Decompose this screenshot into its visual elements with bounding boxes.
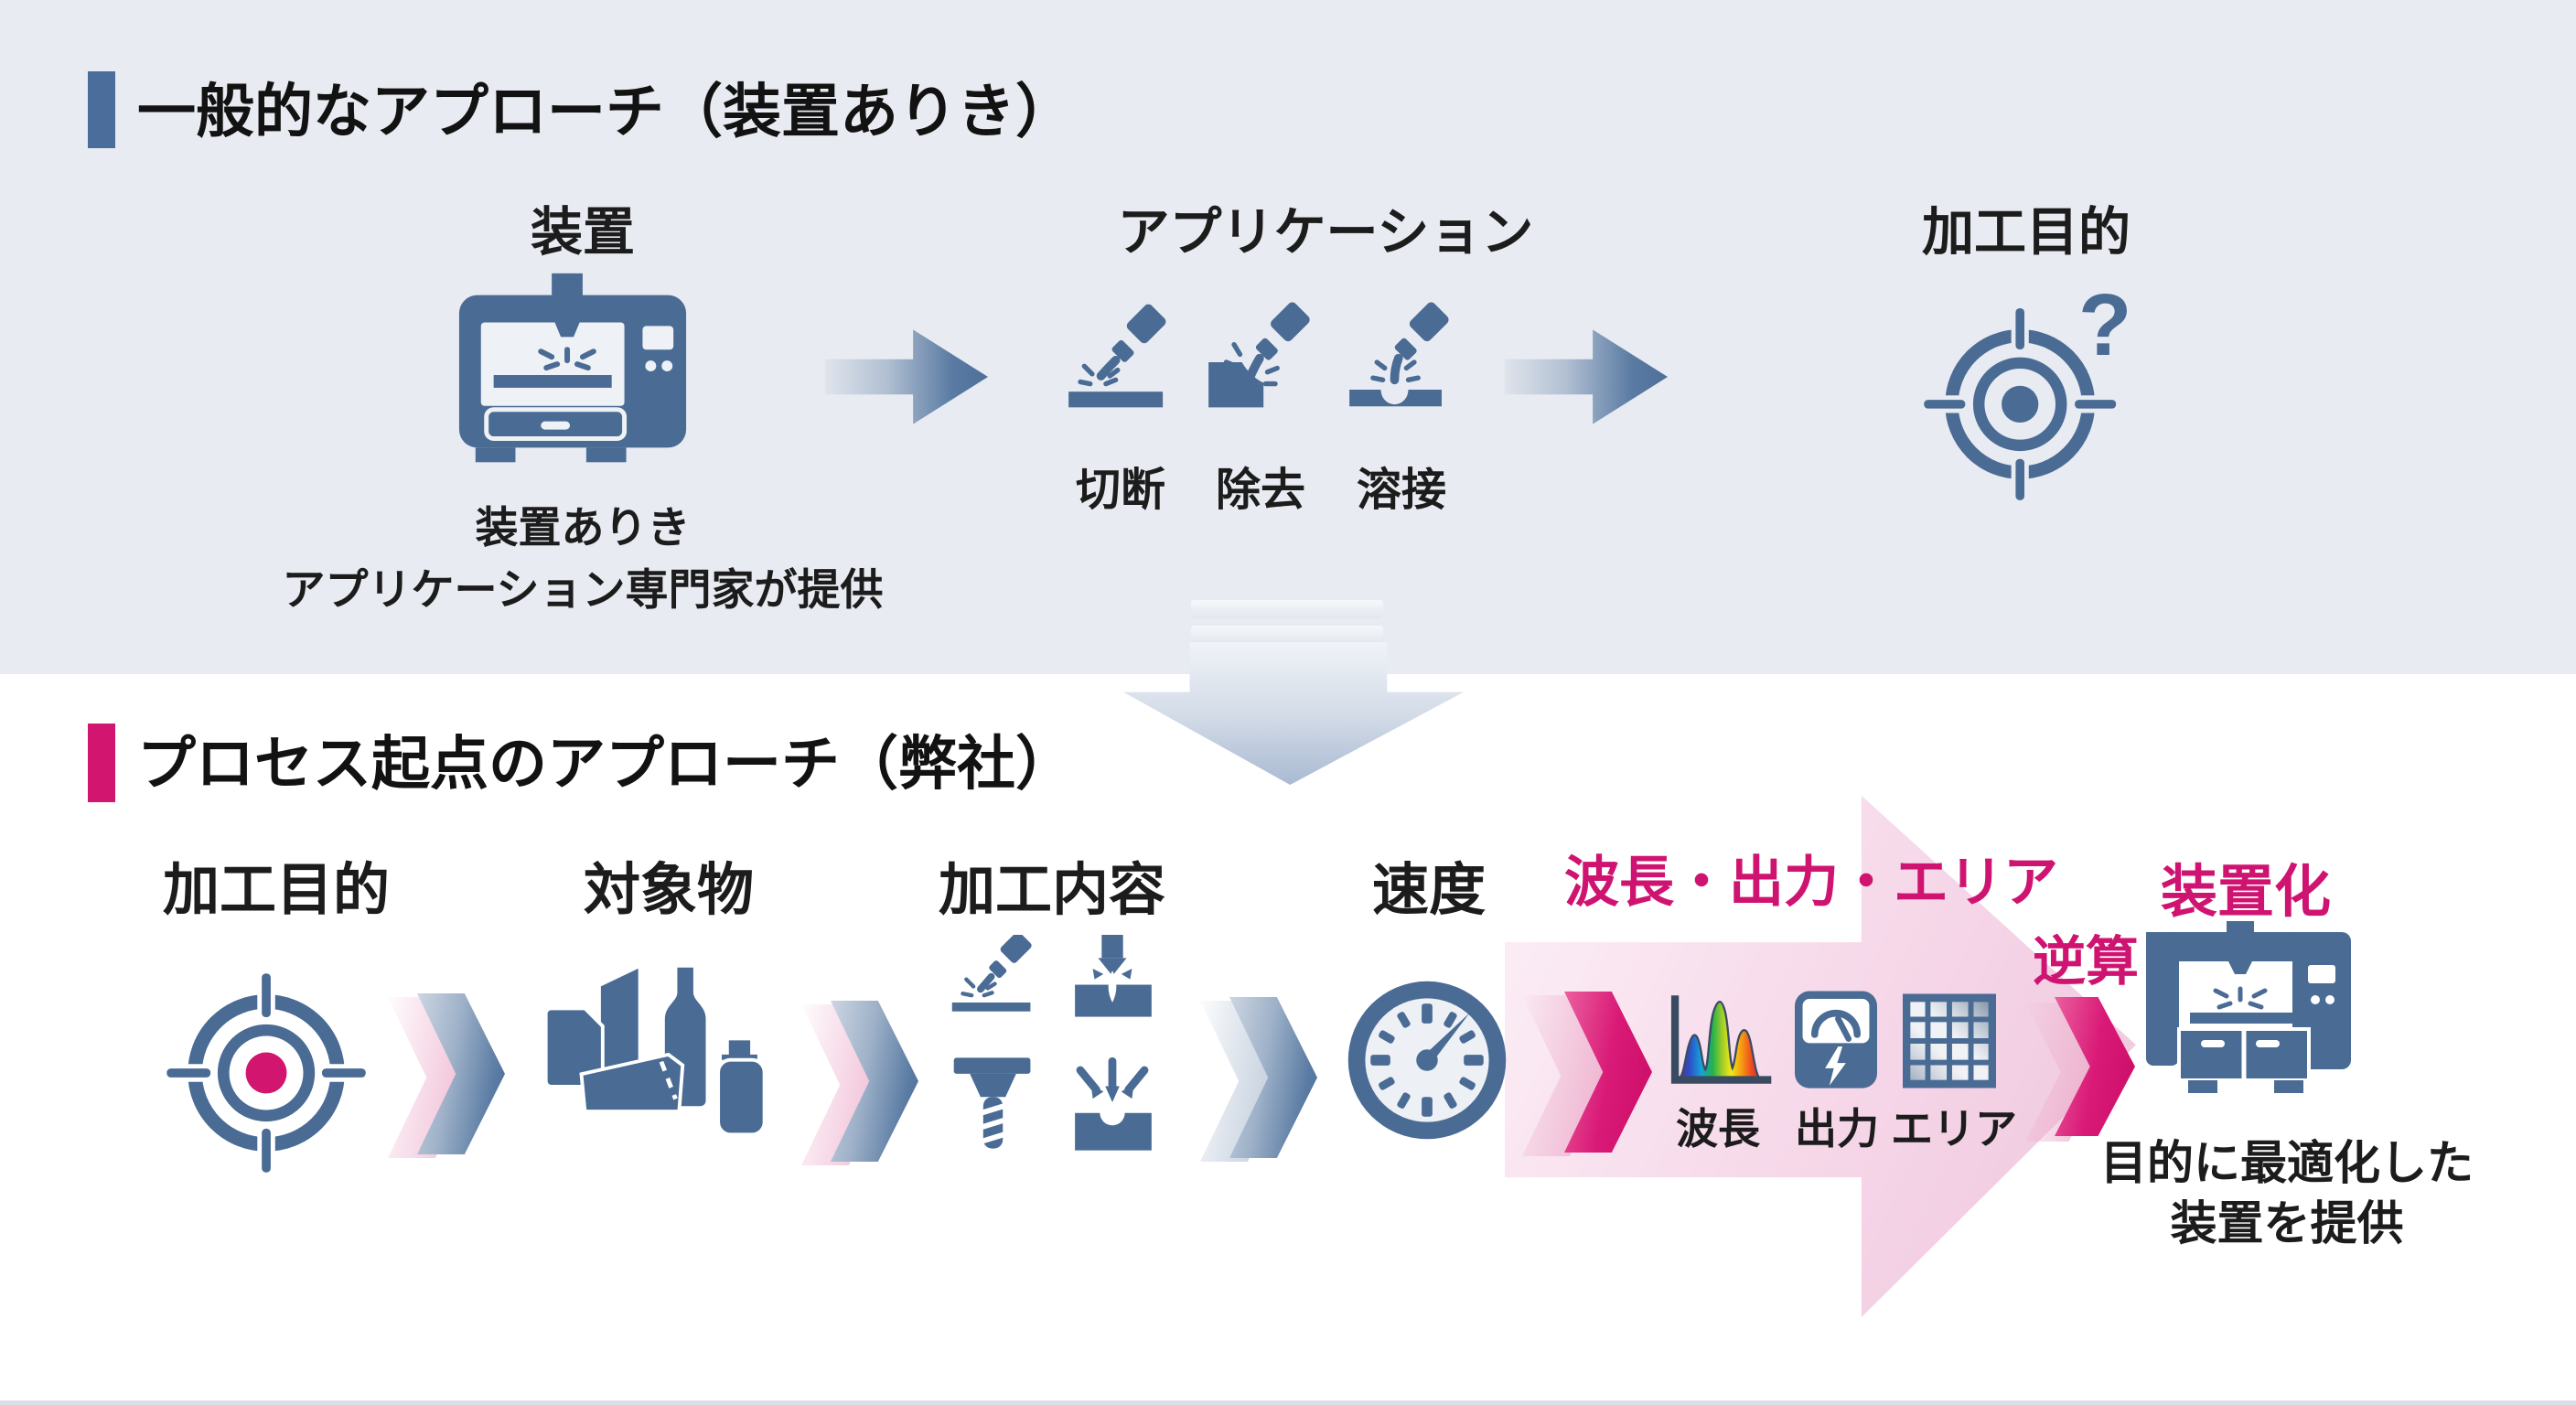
step-content-label: 加工内容: [938, 859, 1165, 922]
transition-stripe-1: [1191, 600, 1383, 618]
optimized-machine-icon: [2146, 921, 2351, 1093]
device-caption-line1: 装置ありき: [475, 503, 691, 552]
question-mark: ?: [2078, 276, 2130, 374]
bottom-section-title: プロセス起点のアプローチ（弊社）: [137, 731, 1074, 797]
reverse-calculation-label: 逆算: [2032, 932, 2139, 992]
purpose-step-label: 加工目的: [1922, 203, 2131, 262]
result-caption-line1: 目的に最適化した: [2099, 1137, 2474, 1189]
cutting-icon: [1068, 304, 1166, 408]
welding-icon: [1349, 302, 1449, 407]
step-speed-label: 速度: [1371, 859, 1486, 922]
application-step-label: アプリケーション: [1117, 203, 1534, 262]
laser-machine-icon: [458, 273, 687, 463]
objects-icon: [543, 962, 767, 1137]
step-purpose-label: 加工目的: [162, 859, 390, 922]
output-meter-icon: [1795, 991, 1877, 1089]
output-label: 出力: [1795, 1105, 1879, 1153]
device-step-label: 装置: [531, 203, 635, 262]
area-grid-icon: [1903, 993, 1996, 1089]
result-caption-line2: 装置を提供: [2170, 1197, 2404, 1249]
target-pink-center-icon: [162, 969, 370, 1177]
result-title: 装置化: [2160, 861, 2331, 924]
target-question-icon: ?: [1919, 276, 2130, 505]
transition-stripe-2: [1191, 626, 1383, 644]
bottom-title-bar: [88, 724, 115, 802]
bottom-edge-line: [0, 1400, 2576, 1405]
welding-label: 溶接: [1356, 466, 1446, 515]
removal-icon: [1208, 302, 1310, 408]
cutting-label: 切断: [1075, 466, 1165, 515]
removal-label: 除去: [1215, 466, 1305, 515]
step-object-label: 対象物: [583, 859, 754, 922]
top-title-bar: [88, 71, 115, 148]
processing-grid-icon: [951, 935, 1152, 1151]
top-section-title: 一般的なアプローチ（装置ありき）: [137, 79, 1074, 145]
device-caption-line2: アプリケーション専門家が提供: [282, 565, 884, 614]
speed-gauge-icon: [1347, 981, 1507, 1140]
wavelength-spectrum-icon: [1670, 995, 1772, 1084]
params-title: 波長・出力・エリア: [1564, 852, 2058, 913]
laser-sparks: [538, 347, 596, 371]
wavelength-label: 波長: [1676, 1105, 1760, 1153]
area-label: エリア: [1891, 1105, 2017, 1153]
